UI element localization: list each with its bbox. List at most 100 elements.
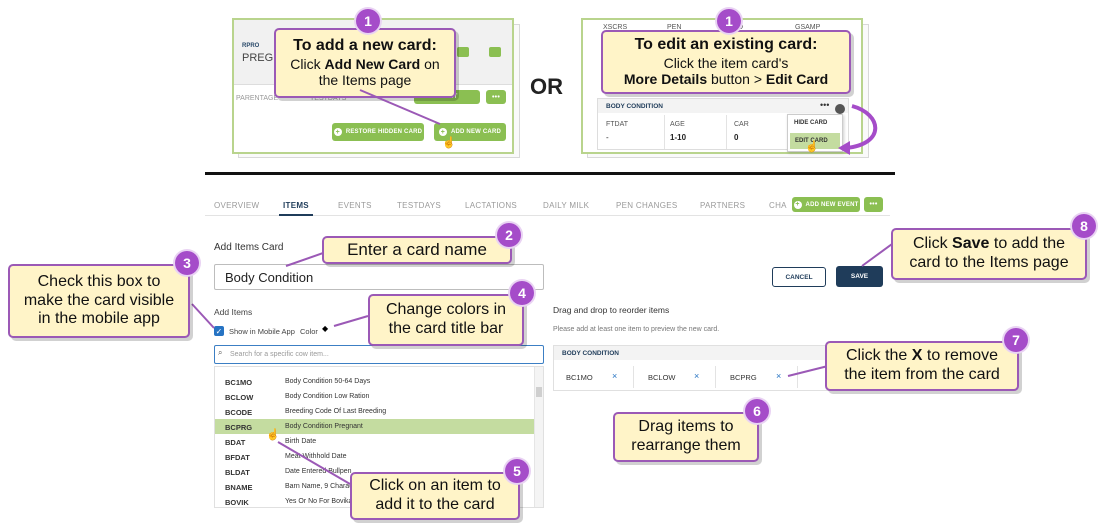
add-new-event-label: ADD NEW EVENT: [805, 201, 859, 208]
item-code: BOVIK: [225, 498, 249, 507]
show-in-mobile-checkbox[interactable]: ✓: [214, 326, 224, 336]
restore-hidden-card-button[interactable]: + RESTORE HIDDEN CARD: [332, 123, 424, 141]
item-code: BFDAT: [225, 453, 250, 462]
callout-text: make the card visible: [23, 291, 175, 309]
remove-x-icon[interactable]: ×: [776, 371, 782, 381]
chip-label: BCPRG: [730, 373, 757, 382]
more-details-button[interactable]: •••: [820, 100, 830, 110]
tab-testdays[interactable]: TESTDAYS: [397, 201, 442, 210]
tab-pen-changes[interactable]: PEN CHANGES: [616, 201, 678, 210]
add-new-card-button[interactable]: + ADD NEW CARD: [434, 123, 506, 141]
item-code: BCPRG: [225, 423, 253, 432]
paint-bucket-icon[interactable]: ◆: [322, 324, 329, 333]
callout-add-new-card: To add a new card: Click Add New Card on…: [274, 28, 456, 98]
preview-card: BODY CONDITION BC1MO× BCLOW× BCPRG×: [553, 345, 883, 391]
step-badge-1: 1: [356, 9, 380, 33]
add-new-card-label: ADD NEW CARD: [450, 129, 502, 135]
step-badge-7: 7: [1004, 328, 1028, 352]
plus-icon: +: [333, 128, 342, 136]
menu-hide-card[interactable]: HIDE CARD: [794, 120, 828, 126]
tab-items[interactable]: ITEMS: [283, 201, 309, 210]
callout-text: Click: [290, 55, 325, 72]
card-title: BODY CONDITION: [606, 103, 663, 110]
callout-text: Click on an item to: [369, 477, 501, 495]
callout-text: button >: [707, 71, 766, 88]
section-divider: [205, 172, 895, 175]
card-name-input[interactable]: Body Condition: [214, 264, 544, 290]
pointer-hand-icon: ☝: [266, 429, 280, 441]
callout-text: to remove: [922, 347, 999, 365]
close-icon[interactable]: [835, 104, 845, 114]
tab-lactations[interactable]: LACTATIONS: [465, 201, 518, 210]
rpro-label: RPRO: [242, 43, 260, 49]
list-item[interactable]: BFDAT Meat Withhold Date: [215, 449, 535, 464]
callout-bold: Add New Card: [324, 55, 421, 72]
color-label: Color: [300, 327, 318, 336]
tab-more[interactable]: CHA: [769, 201, 787, 210]
menu-edit-card-label: EDIT CARD: [795, 138, 828, 144]
step-badge-8: 8: [1072, 214, 1096, 238]
add-new-event-button[interactable]: + ADD NEW EVENT: [792, 197, 860, 212]
callout-text: Click the item card's: [663, 54, 789, 71]
callout-text: Click: [912, 235, 953, 253]
col-label: CAR: [734, 121, 749, 128]
item-code: BLDAT: [225, 468, 250, 477]
callout-bold: More Details: [623, 71, 708, 88]
preg-label: PREG: [242, 52, 274, 64]
tab-daily-milk[interactable]: DAILY MILK: [543, 201, 590, 210]
preview-item-chip[interactable]: BCPRG ×: [718, 366, 798, 388]
menu-edit-card[interactable]: [790, 133, 840, 149]
preview-note: Please add at least one item to preview …: [553, 326, 720, 333]
tab-events[interactable]: EVENTS: [338, 201, 372, 210]
callout-remove-item: Click the X to remove the item from the …: [825, 341, 1019, 391]
col-divider: [726, 115, 727, 149]
callout-text: card to the Items page: [909, 254, 1069, 271]
pointer-hand-icon: ☝: [442, 137, 456, 149]
more-options-button[interactable]: •••: [864, 197, 883, 212]
scroll-thumb[interactable]: [536, 387, 542, 397]
col-value: 0: [734, 133, 739, 142]
save-button[interactable]: SAVE: [836, 266, 883, 287]
list-scrollbar[interactable]: [534, 367, 543, 507]
item-code: BCODE: [225, 408, 253, 417]
arrow-connector: [359, 89, 441, 125]
cancel-button[interactable]: CANCEL: [772, 267, 826, 287]
arrow-connector: [285, 251, 327, 267]
item-code: BCLOW: [225, 393, 254, 402]
callout-text: add it to the card: [375, 496, 495, 513]
preview-item-chip[interactable]: BCLOW ×: [636, 366, 716, 388]
callout-text: the Items page: [318, 72, 412, 89]
tab-parentage: PARENTAGE: [236, 95, 279, 102]
remove-x-icon[interactable]: ×: [612, 371, 618, 381]
header-col: XSCRS: [603, 24, 628, 31]
card-title-bar: [598, 99, 848, 113]
preview-item-chip[interactable]: BC1MO×: [554, 366, 634, 388]
add-items-heading: Add Items: [214, 307, 253, 317]
curved-arrow: [838, 104, 878, 155]
item-code: BDAT: [225, 438, 246, 447]
arrow-connector: [277, 441, 351, 485]
item-search-input[interactable]: Search for a specific cow item...: [214, 345, 544, 364]
list-item[interactable]: BOVIK Yes Or No For Bovikalc: [215, 494, 535, 507]
item-desc: Yes Or No For Bovikalc: [285, 498, 358, 505]
more-button[interactable]: •••: [486, 90, 506, 104]
chip-label: BCLOW: [648, 373, 676, 382]
item-desc: Barn Name, 9 Characters: [285, 483, 365, 490]
item-desc: Meat Withhold Date: [285, 453, 347, 460]
arrow-connector: [861, 243, 893, 267]
remove-x-icon[interactable]: ×: [694, 371, 700, 381]
arrow-connector: [333, 315, 369, 327]
tab-overview[interactable]: OVERVIEW: [214, 201, 260, 210]
tab-partners[interactable]: PARTNERS: [700, 201, 746, 210]
callout-text: the card title bar: [388, 320, 504, 337]
callout-heading: To add a new card:: [293, 37, 437, 55]
active-tab-underline: [279, 214, 313, 216]
